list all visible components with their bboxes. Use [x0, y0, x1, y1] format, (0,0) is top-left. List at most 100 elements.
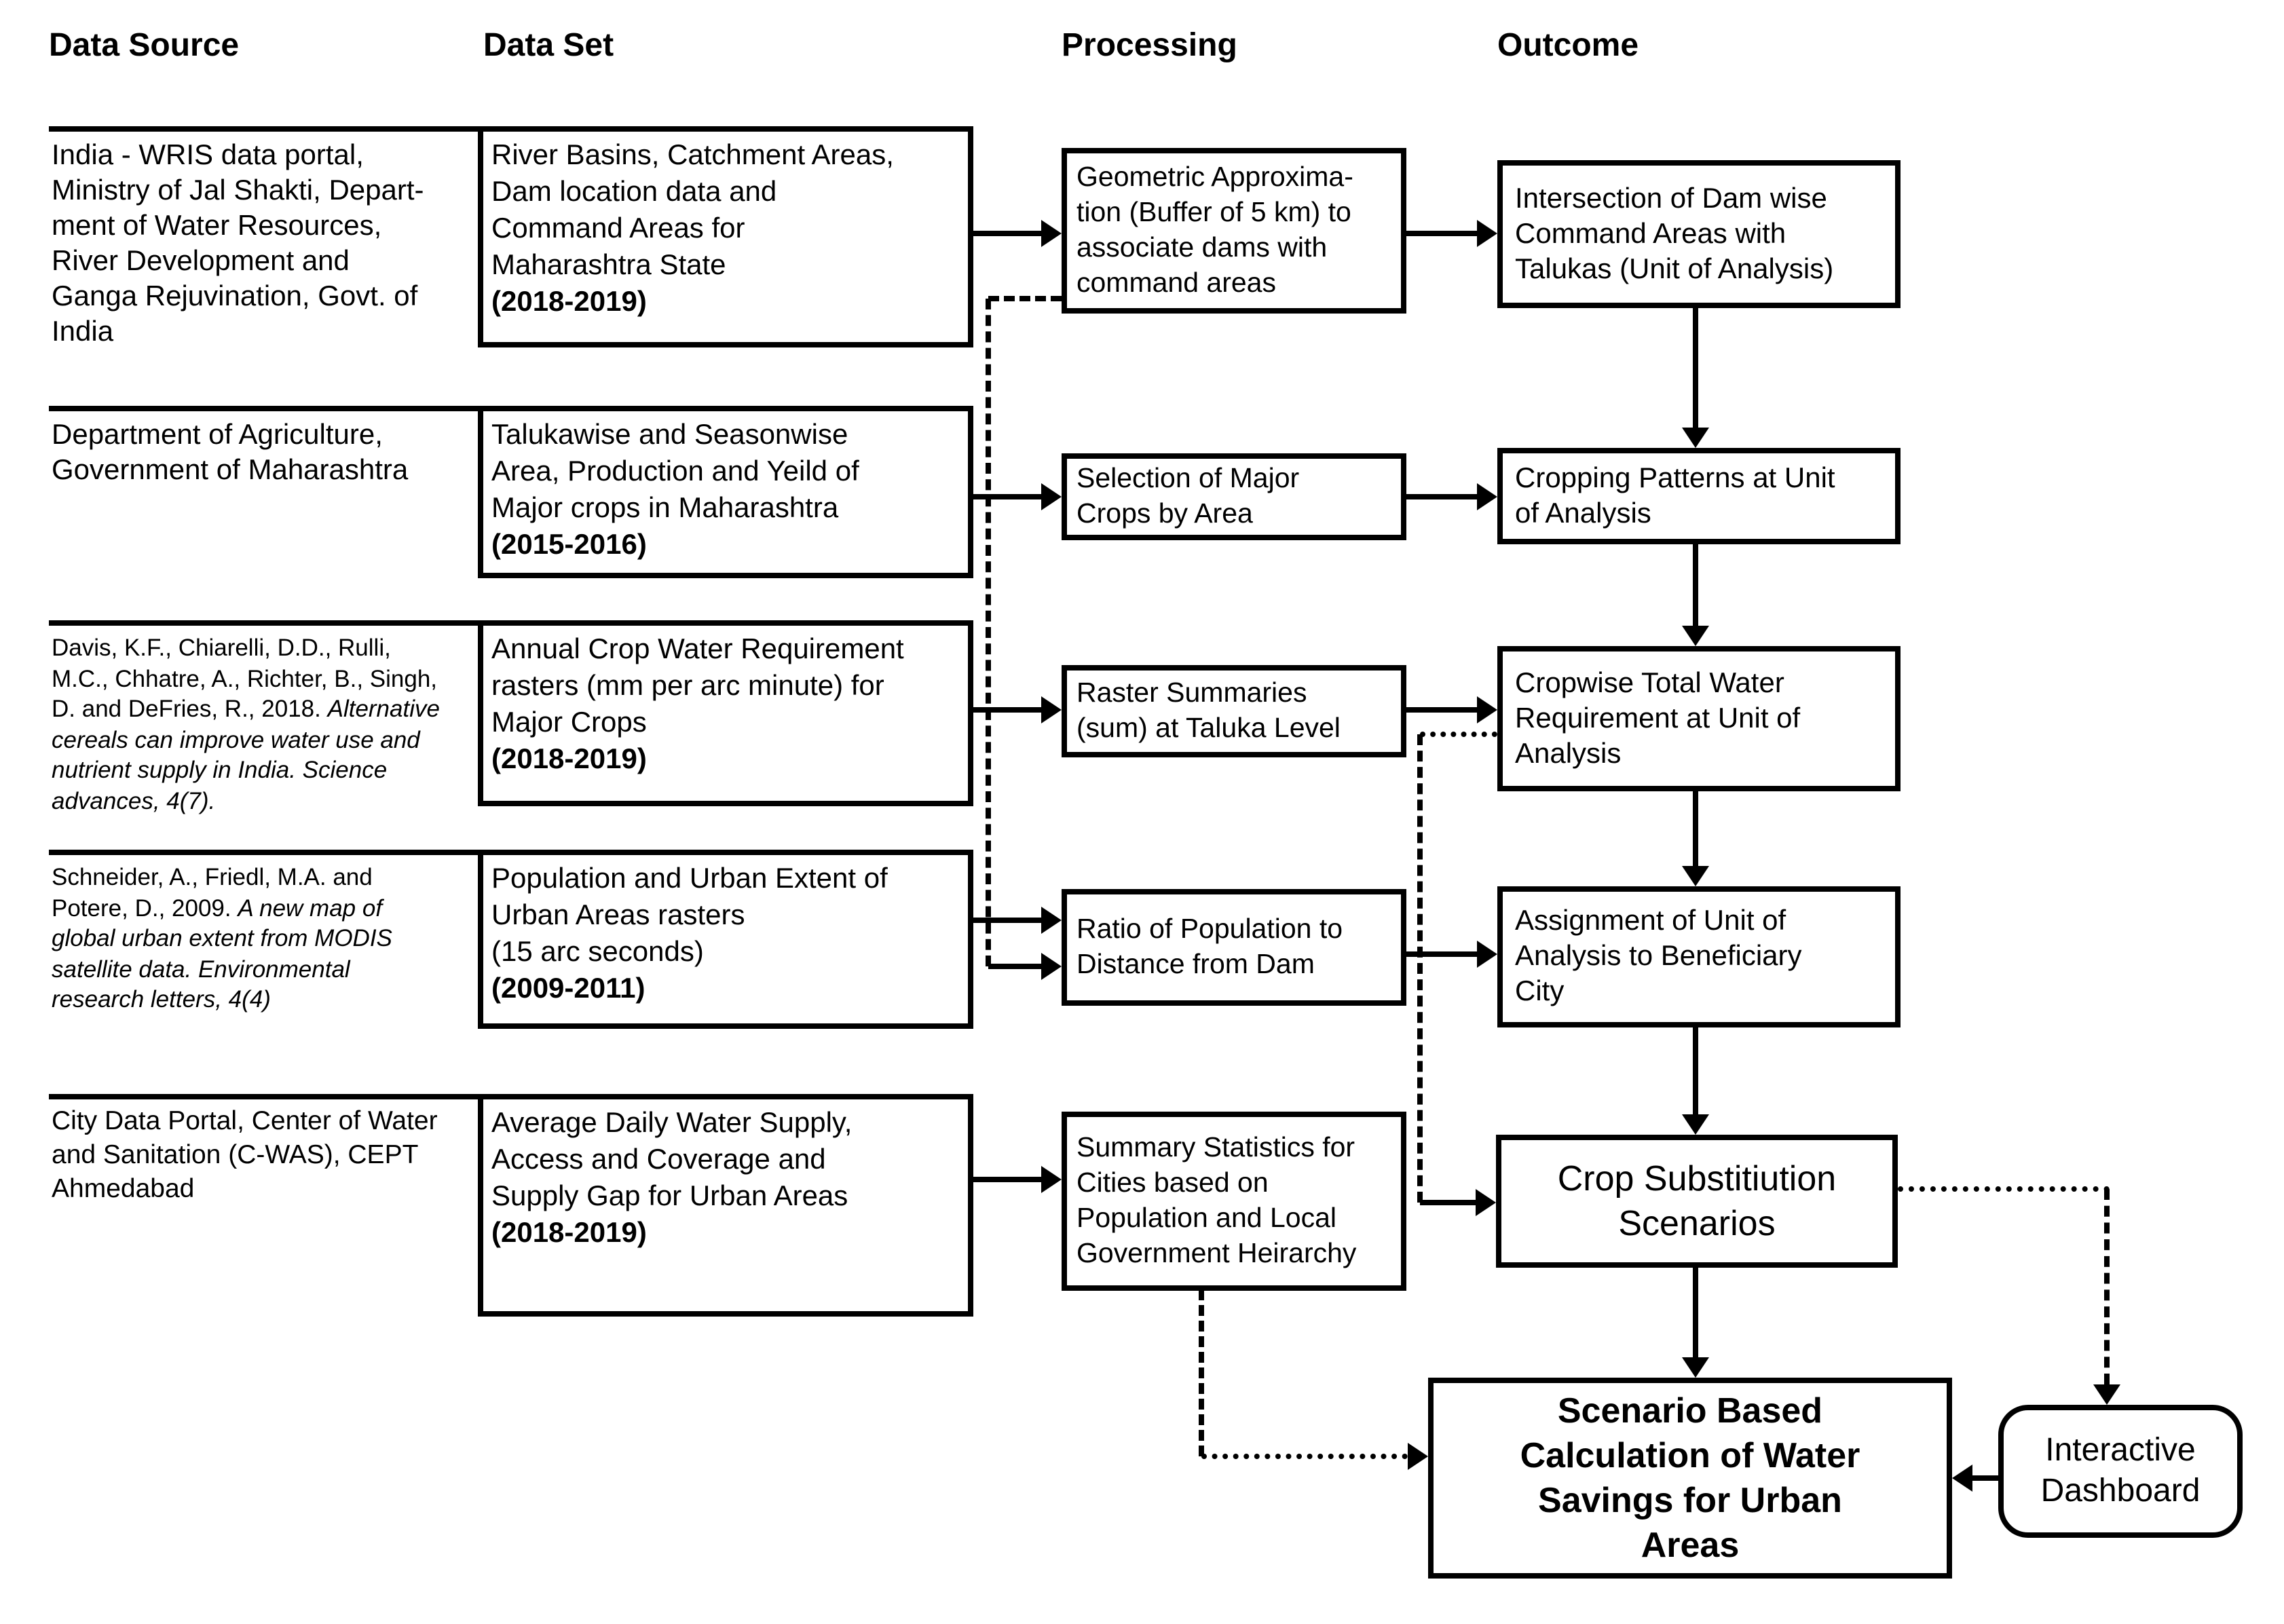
- source-text-3-normal: Davis, K.F., Chiarelli, D.D., Rulli, M.C…: [52, 634, 438, 722]
- arrow-processing2-outcome2-line: [1406, 494, 1480, 499]
- arrow-processing3-outcome3-head: [1477, 696, 1497, 723]
- column-header-data-source: Data Source: [49, 27, 240, 64]
- outcome-text-3: Cropwise Total Water Requirement at Unit…: [1515, 667, 1801, 769]
- source-row-rule-2: [49, 406, 483, 411]
- scenario-water-savings-box: Scenario Based Calculation of Water Savi…: [1428, 1378, 1952, 1579]
- dashed-connector-cropwise-head: [1476, 1189, 1496, 1216]
- processing-box-raster-summaries: Raster Summaries (sum) at Taluka Level: [1062, 665, 1406, 757]
- dataset-box-talukawise-crops: Talukawise and Seasonwise Area, Producti…: [478, 406, 973, 578]
- source-text-4: Schneider, A., Friedl, M.A. and Potere, …: [52, 862, 481, 1015]
- dataset-years-2: (2015-2016): [491, 529, 647, 561]
- dataset-text-4: Population and Urban Extent of Urban Are…: [491, 863, 888, 968]
- outcome-text-2: Cropping Patterns at Unit of Analysis: [1515, 462, 1835, 529]
- source-row-rule-1: [49, 126, 483, 132]
- processing-text-2: Selection of Major Crops by Area: [1077, 463, 1300, 529]
- arrow-dashboard-scenario-line: [1972, 1475, 1998, 1481]
- dashed-connector-dashboard-vertical: [2104, 1189, 2110, 1384]
- arrow-outcome4-cropsub-head: [1682, 1114, 1709, 1135]
- arrow-processing1-outcome1-line: [1406, 231, 1480, 236]
- arrow-processing3-outcome3-line: [1406, 707, 1480, 713]
- source-row-rule-5: [49, 1094, 483, 1099]
- dashed-connector-damdata-head: [1041, 953, 1062, 980]
- outcome-box-cropwise-water-requirement: Cropwise Total Water Requirement at Unit…: [1497, 646, 1901, 791]
- dataset-box-river-basins: River Basins, Catchment Areas, Dam locat…: [478, 126, 973, 347]
- arrow-outcome3-outcome4-head: [1682, 866, 1709, 886]
- outcome-text-4: Assignment of Unit of Analysis to Benefi…: [1515, 905, 1802, 1007]
- arrow-dataset5-processing5-head: [1041, 1166, 1062, 1193]
- dataset-years-5: (2018-2019): [491, 1217, 647, 1249]
- arrow-dashboard-scenario-head: [1952, 1465, 1972, 1492]
- dashed-connector-cropwise-vertical: [1417, 734, 1423, 1203]
- source-text-4-normal: Schneider, A., Friedl, M.A. and Potere, …: [52, 863, 373, 921]
- dashed-connector-damdata-leg: [988, 964, 1041, 969]
- dashed-connector-damdata-vertical: [986, 299, 991, 966]
- processing-text-4: Ratio of Population to Distance from Dam: [1077, 913, 1343, 980]
- dataset-years-1: (2018-2019): [491, 286, 647, 318]
- dataset-box-population-urban-extent: Population and Urban Extent of Urban Are…: [478, 850, 973, 1029]
- processing-box-summary-statistics: Summary Statistics for Cities based on P…: [1062, 1112, 1406, 1291]
- dataset-box-crop-water-requirement: Annual Crop Water Requirement rasters (m…: [478, 620, 973, 806]
- dataset-text-1: River Basins, Catchment Areas, Dam locat…: [491, 140, 894, 281]
- column-header-outcome: Outcome: [1497, 27, 1639, 64]
- dashed-connector-dashboard-horizontal: [1898, 1186, 2110, 1192]
- source-text-1-normal: India - WRIS data portal, Ministry of Ja…: [52, 140, 424, 347]
- source-text-2: Department of Agriculture, Government of…: [52, 418, 481, 489]
- column-header-processing: Processing: [1062, 27, 1237, 64]
- dashed-connector-summary-head: [1408, 1443, 1428, 1470]
- arrow-processing1-outcome1-head: [1477, 220, 1497, 247]
- crop-substitution-scenarios-label: Crop Substitiution Scenarios: [1557, 1158, 1837, 1243]
- arrow-dataset2-processing2-line: [973, 494, 1044, 499]
- source-text-5-normal: City Data Portal, Center of Water and Sa…: [52, 1106, 438, 1204]
- processing-text-5: Summary Statistics for Cities based on P…: [1077, 1132, 1357, 1269]
- processing-box-geometric-approximation: Geometric Approxima- tion (Buffer of 5 k…: [1062, 148, 1406, 314]
- processing-text-1: Geometric Approxima- tion (Buffer of 5 k…: [1077, 162, 1353, 299]
- source-row-rule-4: [49, 850, 483, 855]
- dataset-text-2: Talukawise and Seasonwise Area, Producti…: [491, 419, 859, 524]
- arrow-outcome4-cropsub-line: [1693, 1027, 1698, 1114]
- source-text-3-citation-italic: Alternative cereals can improve water us…: [52, 695, 440, 814]
- dashed-connector-dashboard-head: [2093, 1384, 2120, 1405]
- dashed-connector-summary-vertical: [1199, 1289, 1204, 1456]
- arrow-processing4-outcome4-line: [1406, 951, 1480, 957]
- arrow-outcome2-outcome3-line: [1693, 544, 1698, 626]
- outcome-box-beneficiary-city-assignment: Assignment of Unit of Analysis to Benefi…: [1497, 886, 1901, 1027]
- dashed-connector-damdata-stub: [988, 296, 1062, 301]
- source-text-2-normal: Department of Agriculture, Government of…: [52, 419, 409, 486]
- outcome-box-intersection-command-areas: Intersection of Dam wise Command Areas w…: [1497, 160, 1901, 308]
- source-text-5: City Data Portal, Center of Water and Sa…: [52, 1105, 481, 1207]
- source-text-1: India - WRIS data portal, Ministry of Ja…: [52, 138, 481, 350]
- source-row-rule-3: [49, 620, 483, 626]
- arrow-outcome2-outcome3-head: [1682, 626, 1709, 646]
- arrow-cropsub-scenario-line: [1693, 1268, 1698, 1357]
- processing-box-population-distance-ratio: Ratio of Population to Distance from Dam: [1062, 889, 1406, 1006]
- dataset-text-5: Average Daily Water Supply, Access and C…: [491, 1108, 853, 1212]
- source-text-3: Davis, K.F., Chiarelli, D.D., Rulli, M.C…: [52, 632, 481, 816]
- arrow-dataset5-processing5-line: [973, 1177, 1044, 1182]
- dashed-connector-cropwise-leg: [1420, 1200, 1476, 1205]
- dataset-years-3: (2018-2019): [491, 744, 647, 775]
- interactive-dashboard-label: Interactive Dashboard: [2040, 1432, 2201, 1509]
- arrow-outcome1-outcome2-head: [1682, 428, 1709, 448]
- arrow-dataset1-processing1-line: [973, 231, 1044, 236]
- dataset-years-4: (2009-2011): [491, 973, 645, 1004]
- dataset-box-water-supply: Average Daily Water Supply, Access and C…: [478, 1094, 973, 1317]
- arrow-outcome1-outcome2-line: [1693, 307, 1698, 428]
- arrow-dataset4-processing4-line: [973, 918, 1044, 923]
- arrow-dataset1-processing1-head: [1041, 220, 1062, 247]
- outcome-box-cropping-patterns: Cropping Patterns at Unit of Analysis: [1497, 448, 1901, 544]
- arrow-processing4-outcome4-head: [1477, 941, 1497, 968]
- arrow-outcome3-outcome4-line: [1693, 791, 1698, 866]
- arrow-dataset2-processing2-head: [1041, 483, 1062, 510]
- arrow-processing2-outcome2-head: [1477, 483, 1497, 510]
- dashed-connector-cropwise-stub: [1420, 732, 1497, 737]
- outcome-text-1: Intersection of Dam wise Command Areas w…: [1515, 183, 1834, 284]
- arrow-dataset3-processing3-head: [1041, 696, 1062, 723]
- dashed-connector-summary-horizontal: [1201, 1454, 1408, 1459]
- crop-substitution-scenarios-box: Crop Substitiution Scenarios: [1496, 1135, 1898, 1268]
- arrow-dataset4-processing4-head: [1041, 907, 1062, 934]
- column-header-data-set: Data Set: [483, 27, 614, 64]
- dataset-text-3: Annual Crop Water Requirement rasters (m…: [491, 634, 904, 738]
- processing-text-3: Raster Summaries (sum) at Taluka Level: [1077, 677, 1341, 744]
- scenario-water-savings-label: Scenario Based Calculation of Water Savi…: [1520, 1390, 1860, 1565]
